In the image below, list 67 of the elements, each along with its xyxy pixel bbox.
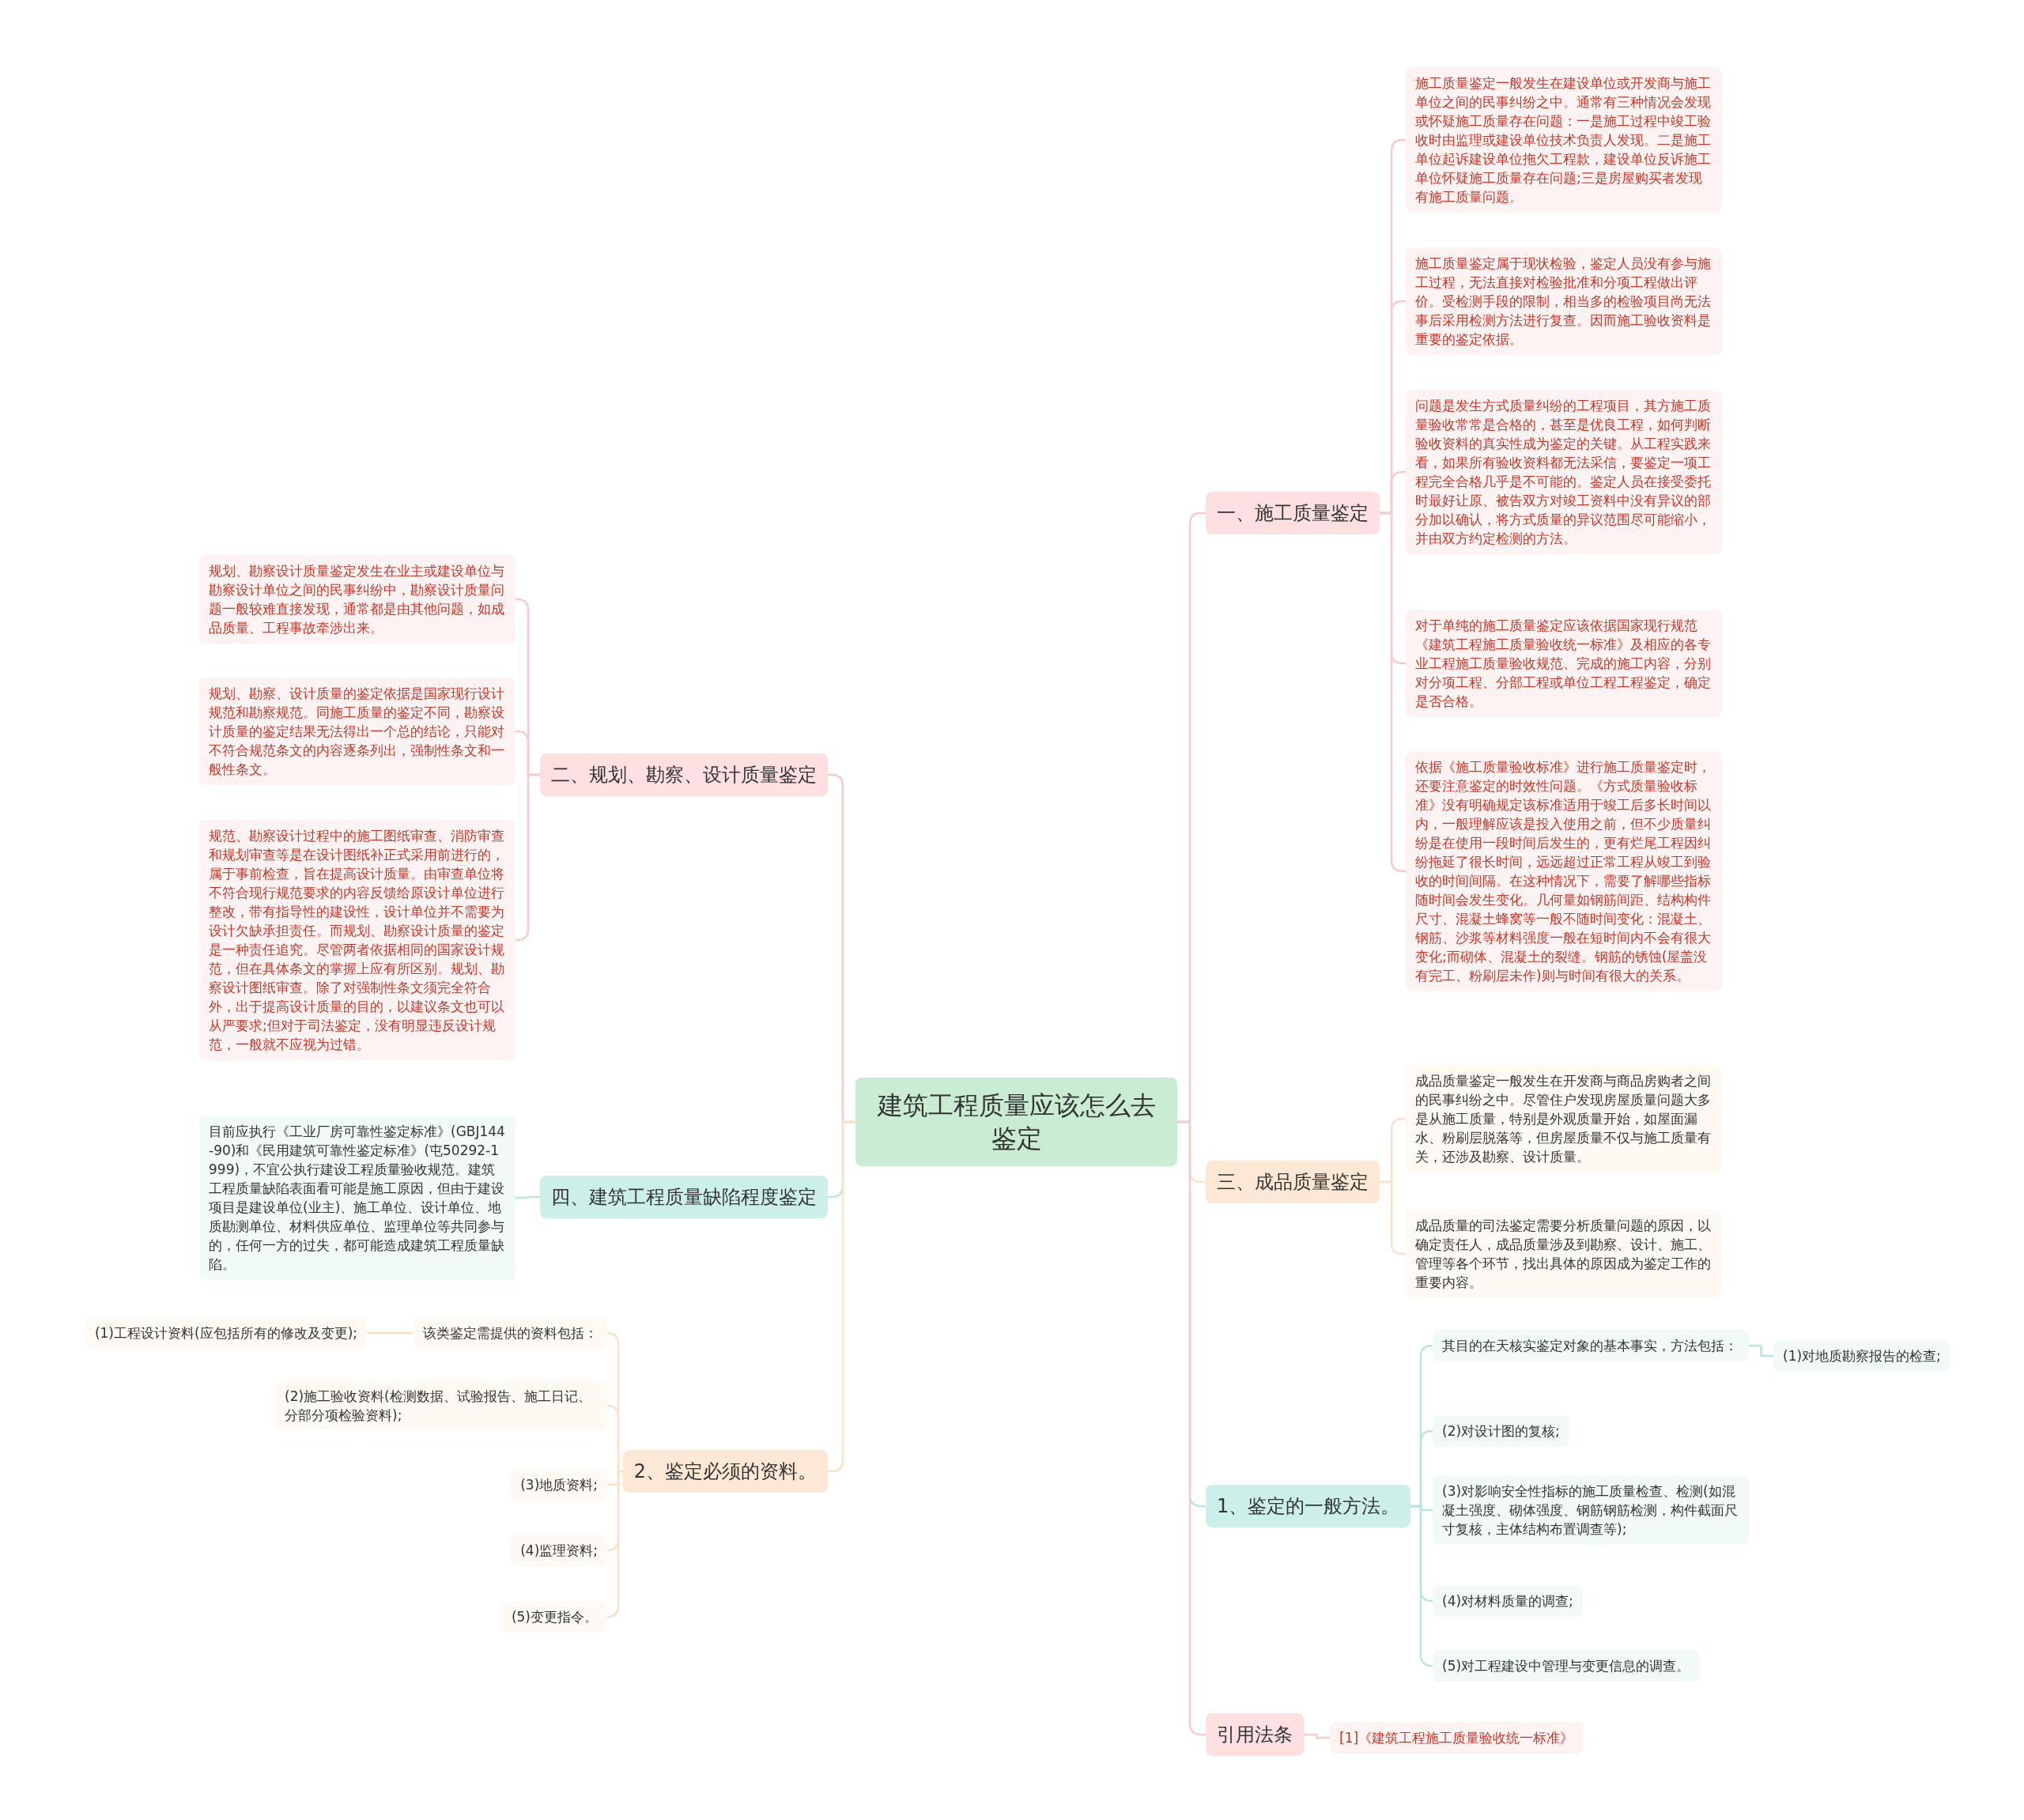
topic-text: (1)对地质勘察报告的检查;: [1783, 1347, 1941, 1365]
branch-topic: [622, 1450, 828, 1493]
topic-text: 2、鉴定必须的资料。: [633, 1459, 817, 1483]
topic-text: (3)地质资料;: [520, 1476, 598, 1494]
connector-line: [515, 1195, 540, 1199]
topic-text: 四、建筑工程质量缺陷程度鉴定: [551, 1185, 817, 1209]
topic-text: (4)对材料质量的调查;: [1442, 1592, 1573, 1610]
note-card: [1330, 1722, 1584, 1754]
note-card: [511, 1535, 607, 1566]
topic-text: 规划、勘察设计质量鉴定发生在业主或建设单位与勘察设计单位之间的民事纠纷中，勘察设计质量问题一般较难直接发现，通常都是由其他问题，如成品质量、工程事故牵涉出来。: [209, 562, 505, 637]
topic-text: 成品质量的司法鉴定需要分析质量问题的原因，以确定责任人，成品质量涉及到勘察、设计、施工、管理等各个环节，找出具体的原因成为鉴定工作的重要内容。: [1415, 1217, 1712, 1292]
topic-text: 对于单纯的施工质量鉴定应该依据国家现行规范《建筑工程施工质量验收统一标准》及相应的各专业工程施工质量验收规范、完成的施工内容，分别对分项工程、分部工程或单位工程工程鉴定，确定是否合格。: [1415, 617, 1712, 711]
branch-topic: [540, 1176, 828, 1218]
topic-text: 问题是发生方式质量纠纷的工程项目，其方施工质量验收常常是合格的，甚至是优良工程，如何判断验收资料的真实性成为鉴定的关键。从工程实践来看，如果所有验收资料都无法采信，要鉴定一项工程完全合格几乎是不可能的。鉴定人员在接受委托时最好让原、被告双方对竣工资料中没有异议的部分加以确认，将方式质量的异议范围尽可能缩小，并由双方约定检测的方法。: [1415, 397, 1712, 548]
topic-text: [1]《建筑工程施工质量验收统一标准》: [1339, 1729, 1574, 1747]
connector-line: [1749, 1344, 1773, 1357]
note-card: [1433, 1585, 1583, 1617]
topic-text: 该类鉴定需提供的资料包括：: [423, 1324, 598, 1342]
note-card: [199, 555, 515, 644]
topic-text: 建筑工程质量应该怎么去鉴定: [876, 1089, 1157, 1155]
note-card: [199, 678, 515, 785]
topic-text: 二、规划、勘察、设计质量鉴定: [551, 763, 817, 787]
connector-line: [367, 1331, 413, 1335]
note-card: [1433, 1650, 1700, 1682]
note-card: [1406, 247, 1722, 355]
note-card: [1406, 610, 1722, 717]
note-card: [1433, 1415, 1569, 1447]
topic-text: 成品质量鉴定一般发生在开发商与商品房购者之间的民事纠纷之中。尽管住户发现房屋质量问题大多是从施工质量，特别是外观质量开始，如屋面漏水、粉刷层脱落等，但房屋质量不仅与施工质量有关，还涉及勘察、设计质量。: [1415, 1072, 1712, 1166]
topic-text: 一、施工质量鉴定: [1217, 501, 1369, 525]
note-card: [1773, 1340, 1950, 1372]
topic-text: 其目的在天核实鉴定对象的基本事实，方法包括：: [1442, 1337, 1739, 1355]
note-card: [501, 1601, 607, 1633]
topic-text: 规范、勘察设计过程中的施工图纸审查、消防审查和规划审查等是在设计图纸补正式采用前进行的，属于事前检查，旨在提高设计质量。由审查单位将不符合现行规范要求的内容反馈给原设计单位进行整改，带有指导性的建设性，设计单位并不需要为设计欠缺承担责任。而规划、勘察设计质量的鉴定是一种责任追究。尽管两者依据相同的国家设计规范，但在具体条文的掌握上应有所区别。规划、勘察设计图纸审查。除了对强制性条文须完全符合外，出于提高设计质量的目的，以建议条文也可以从严要求;但对于司法鉴定，没有明显违反设计规范，一般就不应视为过错。: [209, 827, 505, 1054]
topic-text: 规划、勘察、设计质量的鉴定依据是国家现行设计规范和勘察规范。同施工质量的鉴定不同，勘察设计质量的鉴定结果无法得出一个总的结论，只能对不符合规范条文的内容逐条列出，强制性条文和一般性条文。: [209, 685, 505, 779]
topic-text: (5)变更指令。: [511, 1608, 598, 1626]
note-card: [1433, 1330, 1749, 1361]
note-card: [511, 1469, 607, 1501]
topic-text: (3)对影响安全性指标的施工质量检查、检测(如混凝土强度、砌体强度、钢筋钢筋检测，构件截面尺寸复核，主体结构布置调查等);: [1442, 1482, 1739, 1539]
note-card: [1406, 1210, 1722, 1298]
topic-text: (4)监理资料;: [520, 1542, 598, 1560]
topic-text: 引用法条: [1217, 1723, 1293, 1746]
note-card: [275, 1380, 607, 1431]
note-card: [413, 1317, 607, 1349]
branch-topic: [1206, 492, 1380, 534]
branch-topic: [1206, 1161, 1380, 1203]
topic-text: (5)对工程建设中管理与变更信息的调查。: [1442, 1657, 1690, 1675]
topic-text: (2)对设计图的复核;: [1442, 1422, 1560, 1441]
branch-topic: [540, 753, 828, 796]
topic-text: 依据《施工质量验收标准》进行施工质量鉴定时，还要注意鉴定的时效性问题。《方式质量验收标准》没有明确规定该标准适用于竣工后多长时间以内，一般理解应该是投入使用之前，但不少质量纠纷是在使用一段时间后发生的，更有烂尾工程因纠纷拖延了很长时间，远远超过正常工程从竣工到验收的时间间隔。在这种情况下，需要了解哪些指标随时间会发生变化。几何量如钢筋间距、结构构件尺寸、混凝土蜂窝等一般不随时间变化：混凝土、钢筋、沙浆等材料强度一般在短时间内不会有很大变化;而砌体、混凝土的裂缝。钢筋的锈蚀(屋盖没有完工、粉刷层未作)则与时间有很大的关系。: [1415, 758, 1712, 985]
note-card: [85, 1317, 367, 1349]
connector-line: [1380, 512, 1406, 873]
central-topic: [855, 1078, 1177, 1166]
topic-text: 三、成品质量鉴定: [1217, 1170, 1369, 1194]
branch-topic: [1206, 1713, 1304, 1756]
topic-text: 1、鉴定的一般方法。: [1217, 1494, 1400, 1518]
topic-text: (1)工程设计资料(应包括所有的修改及变更);: [94, 1324, 357, 1342]
connector-line: [1410, 1505, 1433, 1667]
connector-line: [1304, 1733, 1330, 1739]
note-card: [1433, 1475, 1749, 1545]
topic-text: 施工质量鉴定一般发生在建设单位或开发商与施工单位之间的民事纠纷之中。通常有三种情况会发现或怀疑施工质量存在问题：一是施工过程中竣工验收时由监理或建设单位技术负责人发现。二是施工单位起诉建设单位拖欠工程款，建设单位反诉施工单位怀疑施工质量存在问题;三是房屋购买者发现有施工质量问题。: [1415, 74, 1712, 206]
branch-topic: [1206, 1485, 1411, 1527]
connector-line: [828, 1120, 855, 1473]
topic-text: (2)施工验收资料(检测数据、试验报告、施工日记、分部分项检验资料);: [285, 1388, 592, 1425]
topic-text: 目前应执行《工业厂房可靠性鉴定标准》(GBJ144-90)和《民用建筑可靠性鉴定标准》(屯50292-1999)，不宜公执行建设工程质量验收规范。建筑工程质量缺陷表面看可能是施工原因，但由于建设项目是建设单位(业主)、施工单位、设计单位、地质勘测单位、材料供应单位、监理单位等共同参与的，任何一方的过失，都可能造成建筑工程质量缺陷。: [209, 1123, 506, 1274]
note-card: [1406, 1065, 1722, 1172]
topic-text: 施工质量鉴定属于现状检验，鉴定人员没有参与施工过程，无法直接对检验批准和分项工程做出评价。受检测手段的限制，相当多的检验项目尚无法事后采用检测方法进行复查。因而施工验收资料是重要的鉴定依据。: [1415, 255, 1712, 349]
connector-line: [515, 773, 540, 942]
